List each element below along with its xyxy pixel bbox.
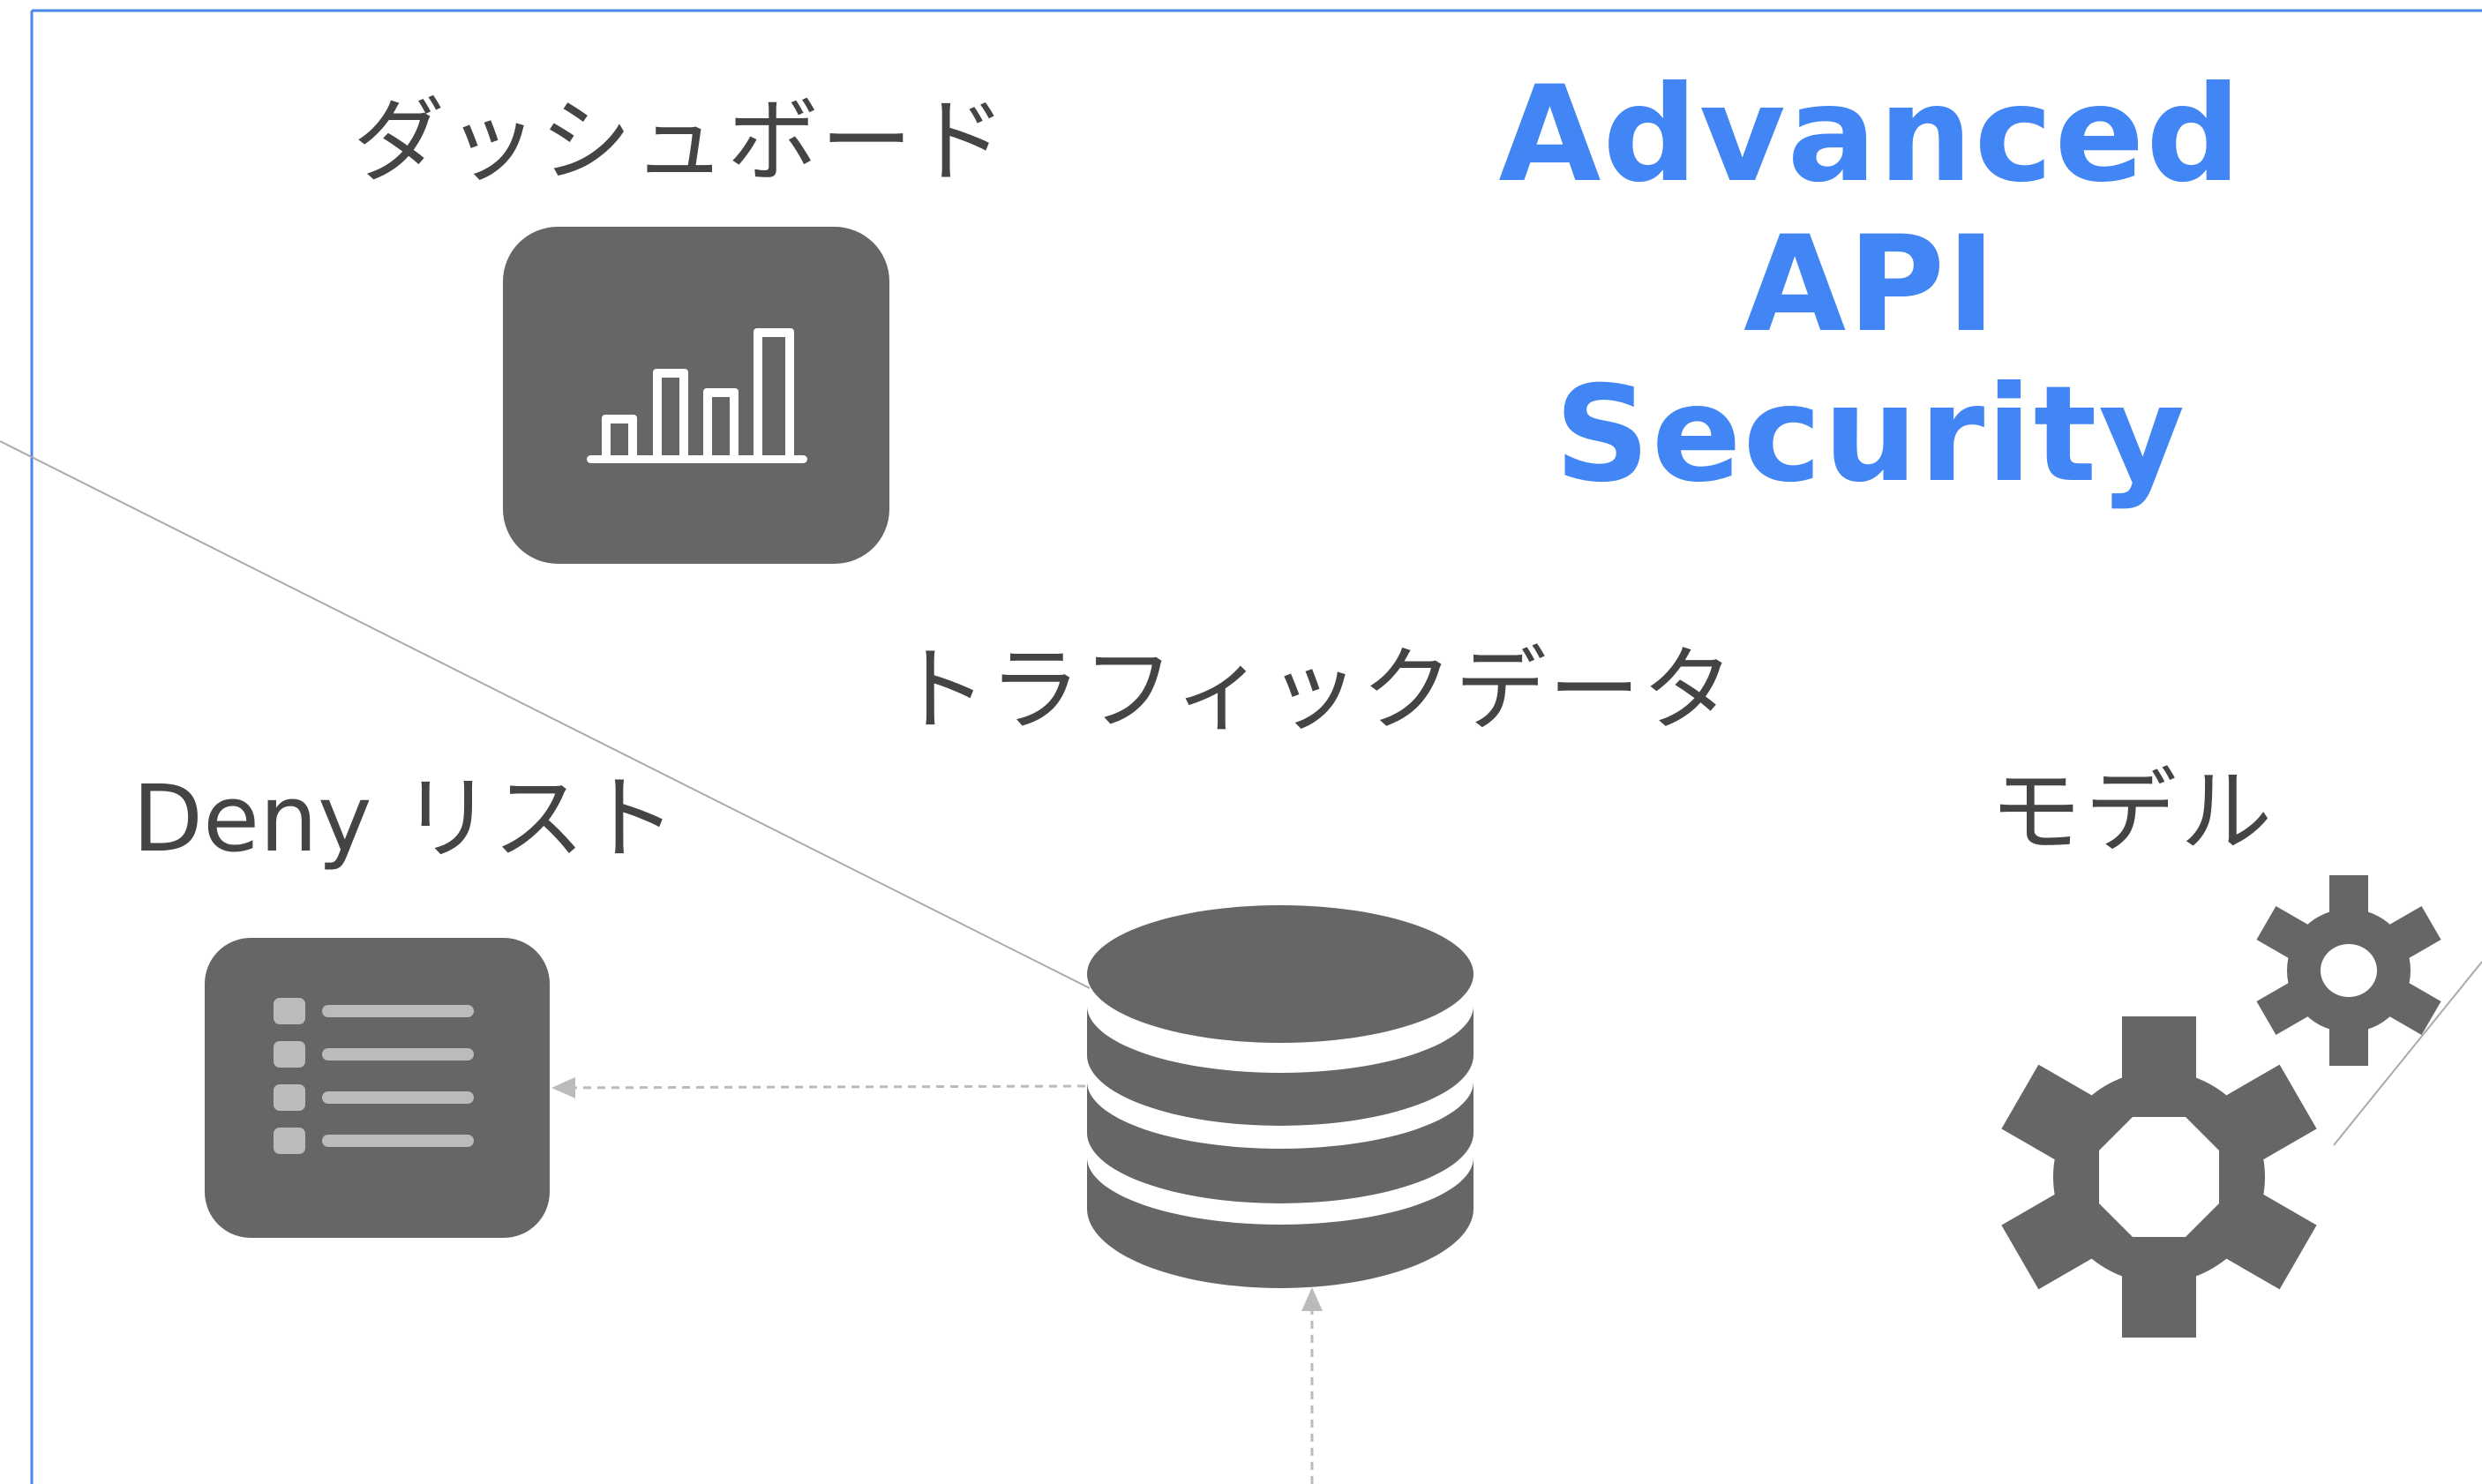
gears-icon (2001, 875, 2441, 1338)
deny-list-label: Deny リスト (132, 765, 677, 873)
diagonal-line-right (2333, 961, 2482, 1146)
page-title: Advanced API Security (1376, 60, 2365, 510)
model-label: モデル (1990, 758, 2276, 866)
bar-chart-icon (503, 227, 889, 564)
dashboard-label: ダッシュボード (353, 87, 1009, 195)
arrow-traffic-to-deny (551, 1076, 1086, 1098)
traffic-data-label: トラフィックデータ (896, 636, 1736, 744)
database-icon (1087, 905, 1473, 1288)
diagonal-line-left (0, 440, 1091, 989)
frame-border (30, 9, 2482, 1484)
list-icon (205, 938, 550, 1238)
title-line-2: Security (1554, 358, 2187, 512)
title-line-1: Advanced API (1498, 58, 2243, 362)
